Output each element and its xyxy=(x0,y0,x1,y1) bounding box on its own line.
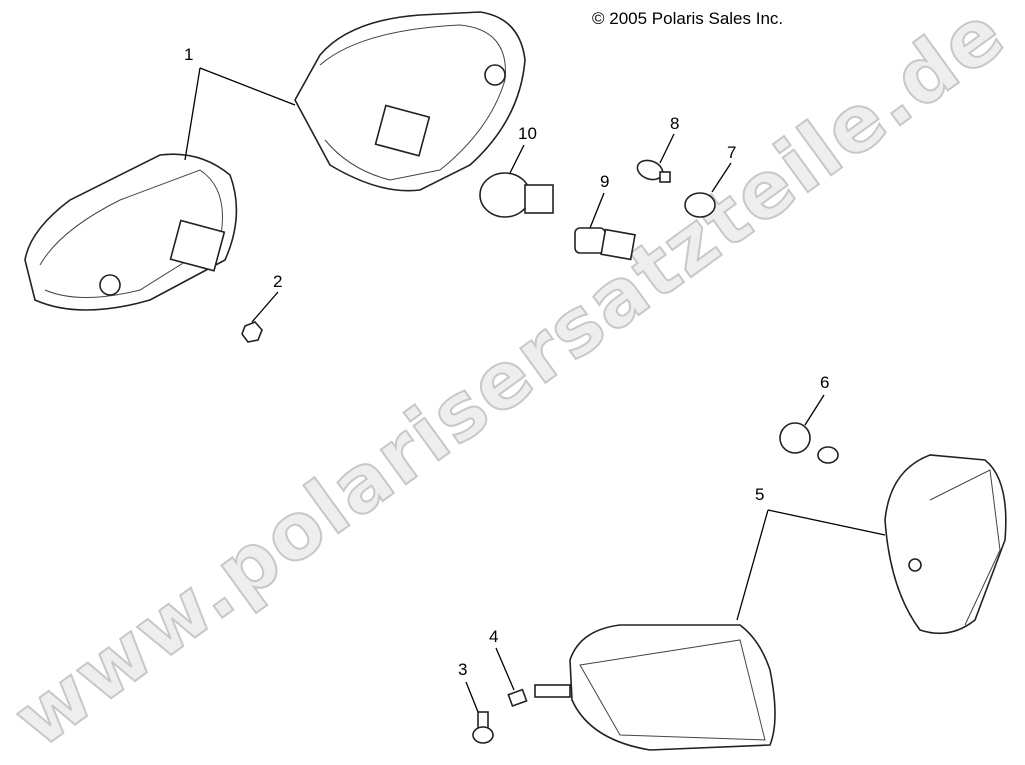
tail-bulb-socket xyxy=(574,227,636,261)
callouts: 1 2 3 4 5 6 7 8 9 10 xyxy=(184,45,886,713)
callout-headlight-bulb: 6 xyxy=(820,373,829,392)
callout-wedge-bulb: 8 xyxy=(670,114,679,133)
tail-light-right xyxy=(294,11,526,192)
nut xyxy=(241,321,263,343)
leader-line-8 xyxy=(659,133,675,164)
leader-line-1 xyxy=(199,67,296,106)
headlight-right xyxy=(884,454,1007,635)
leader-line-3 xyxy=(465,681,479,713)
leader-line-9 xyxy=(589,192,605,229)
callout-tail-bulb-socket: 9 xyxy=(600,172,609,191)
callout-clip: 4 xyxy=(489,627,498,646)
clip xyxy=(507,688,528,708)
leader-line-6 xyxy=(804,394,825,426)
leader-line-5 xyxy=(736,509,769,621)
leader-line-4 xyxy=(495,647,515,691)
leader-line-5 xyxy=(767,509,886,536)
callout-tail-bulb: 10 xyxy=(518,124,537,143)
copyright-notice: © 2005 Polaris Sales Inc. xyxy=(592,9,784,28)
callout-bulb-socket: 7 xyxy=(727,143,736,162)
screw xyxy=(472,711,494,744)
bulb-socket xyxy=(684,192,716,218)
callout-tail-light-housing: 1 xyxy=(184,45,193,64)
tail-bulb xyxy=(479,172,554,218)
leader-line-10 xyxy=(509,144,525,174)
callout-nut: 2 xyxy=(273,272,282,291)
leader-line-1 xyxy=(184,67,201,161)
tail-light-left xyxy=(24,153,238,311)
callout-screw: 3 xyxy=(458,660,467,679)
leader-line-2 xyxy=(251,291,279,323)
headlight-bulb xyxy=(779,422,839,464)
leader-line-7 xyxy=(711,162,732,193)
callout-headlight-assembly: 5 xyxy=(755,485,764,504)
wedge-bulb xyxy=(636,159,671,183)
headlight-left xyxy=(534,624,776,751)
